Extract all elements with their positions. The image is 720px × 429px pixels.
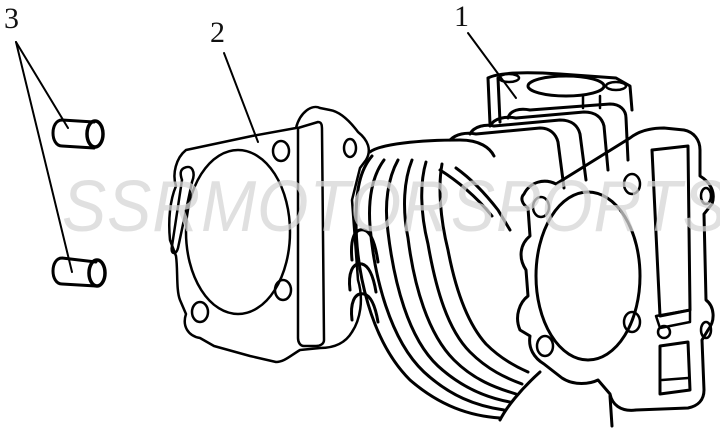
leader-lines [15,32,517,273]
cylinder-base-gasket [168,105,370,364]
callout-3-label: 3 [4,2,19,35]
callout-2-label: 2 [210,16,225,49]
cylinder [348,71,715,428]
dowel-pin-lower [51,256,107,288]
callout-1-label: 1 [454,0,469,33]
dowel-pin-upper [51,118,105,150]
